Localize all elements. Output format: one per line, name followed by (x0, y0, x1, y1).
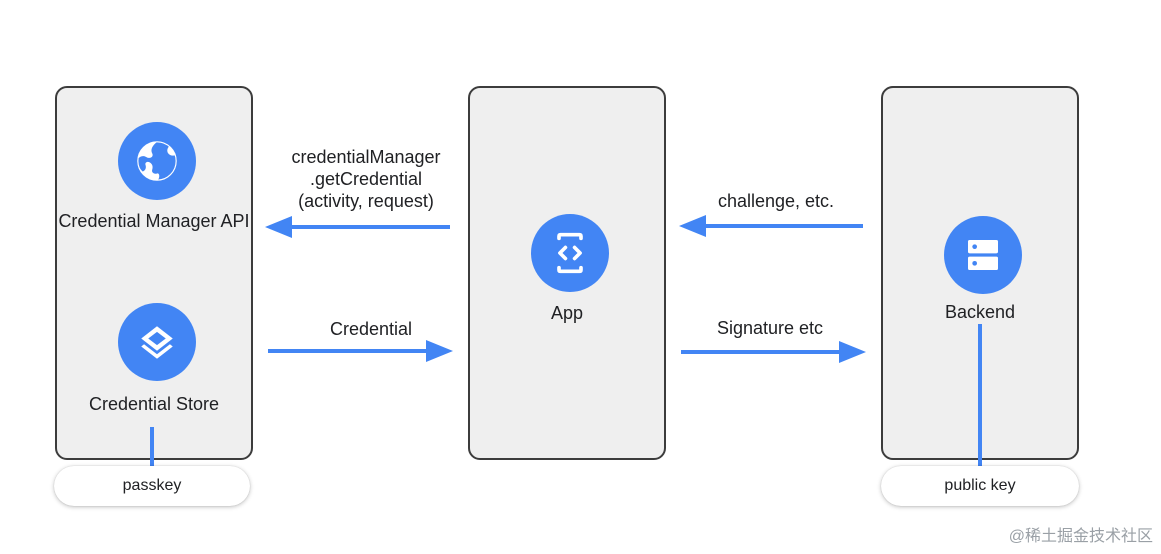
get-credential-call-label-line3: (activity, request) (298, 191, 434, 211)
server-icon (944, 216, 1022, 294)
credential-store-label: Credential Store (88, 394, 220, 414)
arrow-credential-to-app (268, 340, 453, 362)
arrow-app-to-credential-manager (265, 216, 450, 238)
public-key-connector-line (978, 324, 982, 466)
arrow-app-to-backend (681, 341, 866, 363)
code-phone-icon (531, 214, 609, 292)
signature-label: Signature etc (716, 318, 824, 338)
passkey-pill: passkey (54, 466, 250, 506)
layers-icon (118, 303, 196, 381)
watermark: @稀土掘金技术社区 (1008, 528, 1153, 545)
app-label: App (550, 303, 584, 323)
public-key-pill: public key (881, 466, 1079, 506)
credential-manager-api-label: Credential Manager API (58, 211, 250, 231)
backend-label: Backend (944, 302, 1016, 322)
challenge-label: challenge, etc. (717, 191, 835, 211)
credential-return-label: Credential (329, 319, 413, 339)
passkey-connector-line (150, 427, 154, 466)
get-credential-call-label-line1: credentialManager (291, 147, 441, 167)
get-credential-call-label-line2: .getCredential (309, 169, 423, 189)
arrow-backend-to-app (679, 215, 863, 237)
globe-icon (118, 122, 196, 200)
